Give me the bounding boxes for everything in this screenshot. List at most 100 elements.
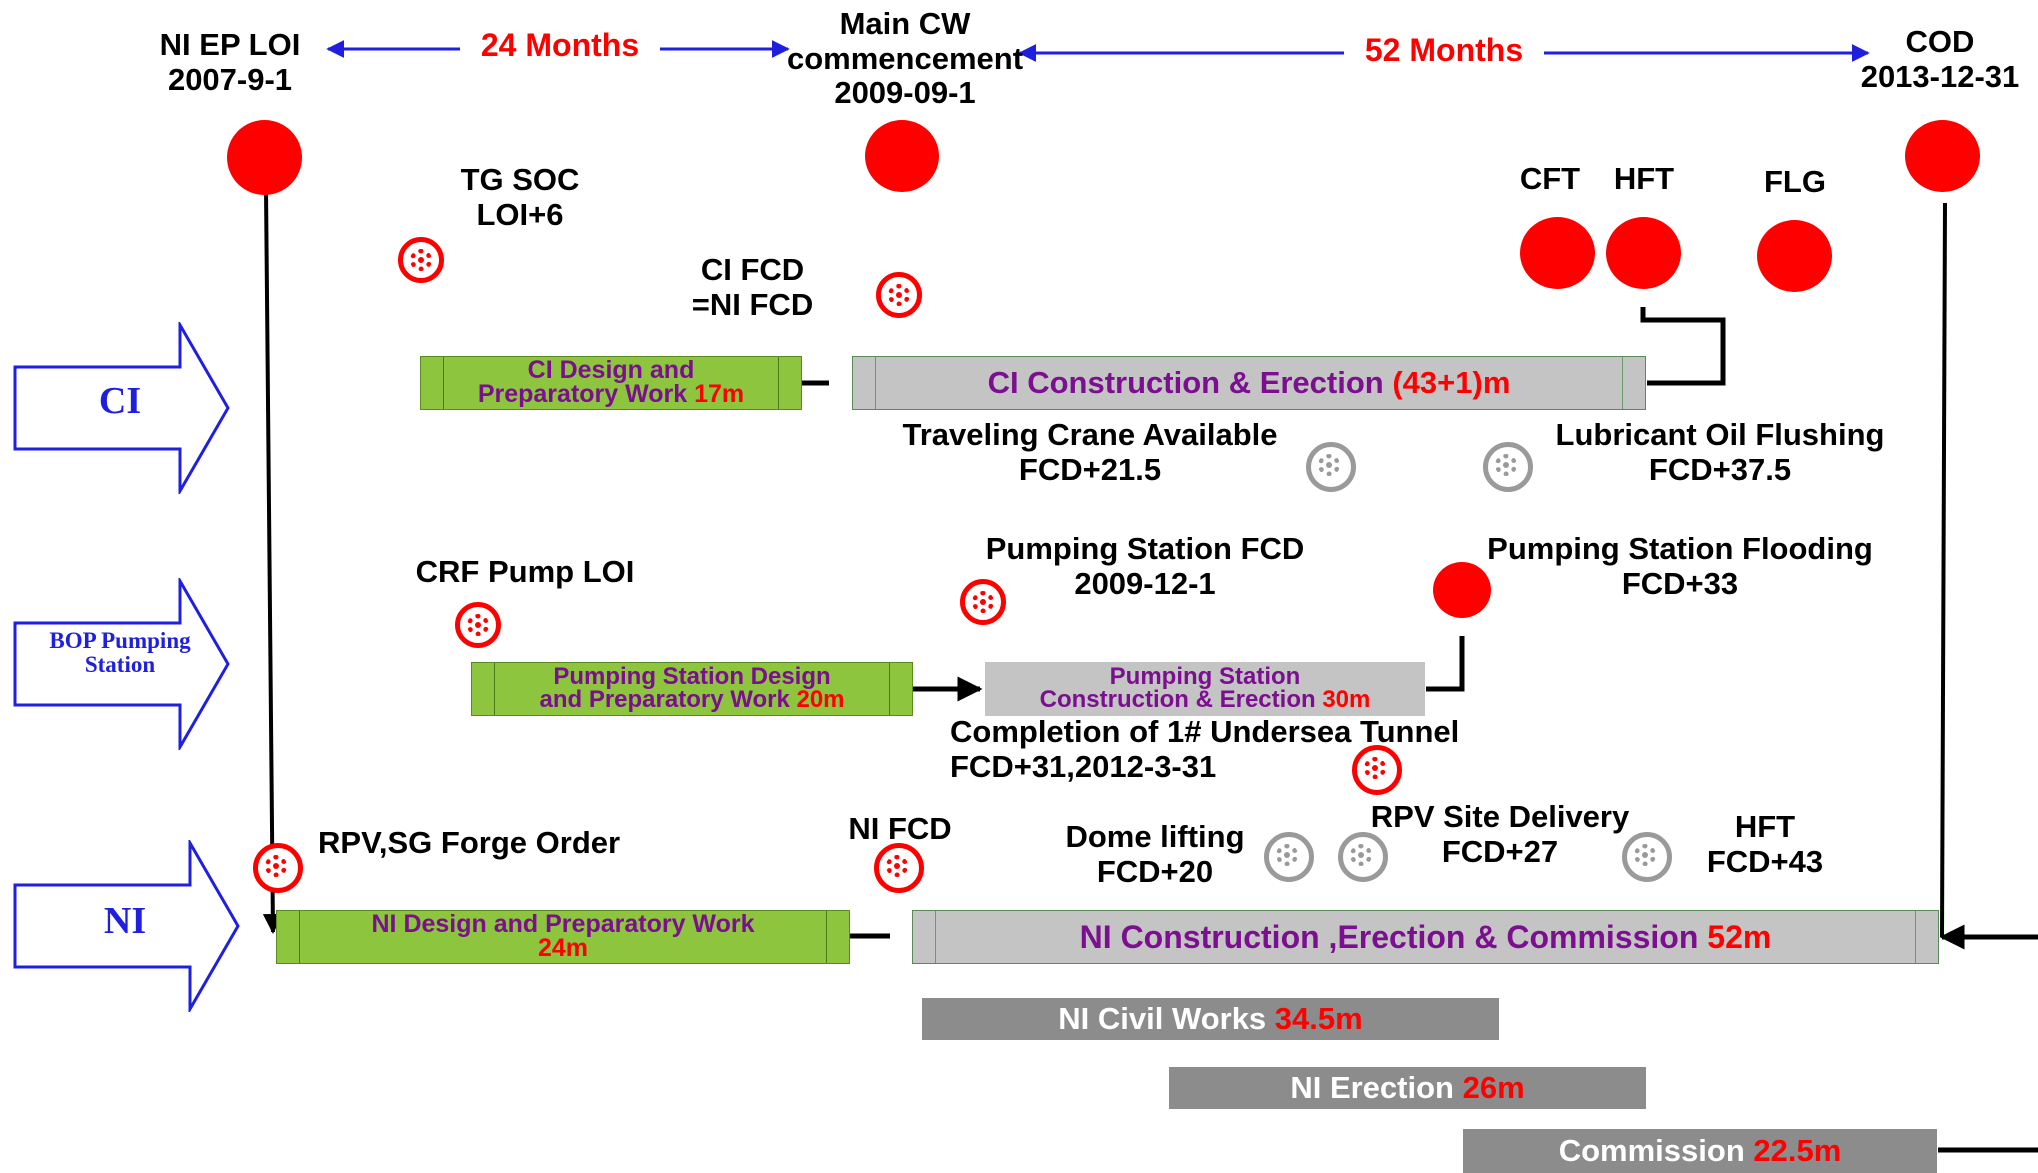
lane-label-bop-line1: BOP Pumping xyxy=(49,628,191,653)
flg-dot xyxy=(1757,220,1832,292)
milestone-loi-label: NI EP LOI 2007-9-1 xyxy=(130,27,330,97)
ni-construction-label: NI Construction ,Erection & Commission xyxy=(1079,918,1699,955)
tg-soc-line2: LOI+6 xyxy=(476,196,564,232)
hft-top-label: HFT xyxy=(1613,161,1675,196)
dome-line1: Dome lifting xyxy=(1065,819,1245,854)
ni-erection-label: NI Erection xyxy=(1290,1070,1454,1106)
cod-connector xyxy=(1940,202,1947,938)
ci-design-value: 17m xyxy=(694,380,745,408)
ci-construction-bar: CI Construction & Erection (43+1)m xyxy=(852,356,1646,410)
ci-construction-label: CI Construction & Erection xyxy=(987,365,1384,401)
tg-soc-label: TG SOC LOI+6 xyxy=(420,162,620,232)
commission-label: Commission xyxy=(1558,1133,1745,1169)
loi-connector xyxy=(262,189,283,934)
ps-construction-bar: Pumping Station Construction & Erection … xyxy=(985,662,1425,716)
commission-bar: Commission 22.5m xyxy=(1463,1129,1937,1173)
ni-design-line1: NI Design and Preparatory Work xyxy=(371,910,755,939)
rpv-forge-marker xyxy=(253,843,303,893)
lane-arrow-ci xyxy=(13,322,230,494)
ps-fcd-line1: Pumping Station FCD xyxy=(985,531,1305,566)
lane-label-bop: BOP Pumping Station xyxy=(14,628,226,678)
cft-dot xyxy=(1520,217,1595,289)
ps-design-bar: Pumping Station Design and Preparatory W… xyxy=(471,662,913,716)
milestone-main-cw-line1: Main CW xyxy=(839,6,971,41)
ni-design-value: 24m xyxy=(537,934,589,962)
lane-arrow-ni xyxy=(13,840,240,1012)
rpv-site-line1: RPV Site Delivery xyxy=(1370,799,1630,834)
milestone-cod-dot xyxy=(1905,120,1980,192)
ps-fcd-label: Pumping Station FCD 2009-12-1 xyxy=(950,531,1340,601)
milestone-main-cw-label: Main CW commencement 2009-09-1 xyxy=(760,6,1050,111)
duration-52-label: 52 Months xyxy=(1344,32,1544,69)
ni-erection-value: 26m xyxy=(1462,1070,1525,1106)
ps-flood-label: Pumping Station Flooding FCD+33 xyxy=(1450,531,1910,601)
dome-label: Dome lifting FCD+20 xyxy=(1040,819,1270,889)
ps-design-line2: and Preparatory Work xyxy=(539,686,790,713)
lane-label-bop-line2: Station xyxy=(84,652,156,678)
hft-ni-marker xyxy=(1622,832,1672,882)
tunnel-marker xyxy=(1352,745,1402,795)
milestone-loi-dot xyxy=(227,120,302,195)
milestone-main-cw-date: 2009-09-1 xyxy=(834,75,976,111)
milestone-main-cw-line2: commencement xyxy=(786,40,1024,76)
ni-design-bar: NI Design and Preparatory Work 24m xyxy=(276,910,850,964)
ni-civil-label: NI Civil Works xyxy=(1058,1001,1267,1037)
ci-fcd-label: CI FCD =NI FCD xyxy=(645,252,860,322)
tg-soc-marker xyxy=(398,237,444,283)
rpv-forge-label: RPV,SG Forge Order xyxy=(318,825,621,860)
ps-design-value: 20m xyxy=(796,686,845,713)
tg-soc-line1: TG SOC xyxy=(460,162,580,197)
hft-ni-line2: FCD+43 xyxy=(1706,843,1824,879)
ni-erection-bar: NI Erection 26m xyxy=(1169,1067,1646,1109)
ni-civil-bar: NI Civil Works 34.5m xyxy=(922,998,1499,1040)
ps-construction-line1: Pumping Station xyxy=(1109,663,1301,691)
rpv-site-line2: FCD+27 xyxy=(1441,833,1559,869)
oil-line1: Lubricant Oil Flushing xyxy=(1555,417,1885,452)
ni-construction-value: 52m xyxy=(1707,918,1772,955)
cft-label: CFT xyxy=(1519,161,1581,196)
ci-design-line1: CI Design and xyxy=(527,356,695,385)
crf-marker xyxy=(455,602,501,648)
crf-label: CRF Pump LOI xyxy=(415,554,635,589)
lane-arrow-bop xyxy=(13,578,230,750)
ni-fcd-marker xyxy=(874,843,924,893)
crane-marker xyxy=(1306,442,1356,492)
hft-top-dot xyxy=(1606,217,1681,289)
ps-flood-line2: FCD+33 xyxy=(1621,565,1739,601)
oil-line2: FCD+37.5 xyxy=(1648,451,1792,487)
milestone-cod-name: COD xyxy=(1905,24,1975,59)
tunnel-line2: FCD+31,2012-3-31 xyxy=(950,748,1217,784)
crane-label: Traveling Crane Available FCD+21.5 xyxy=(860,417,1320,487)
ni-civil-value: 34.5m xyxy=(1274,1001,1363,1037)
milestone-cod-date: 2013-12-31 xyxy=(1860,58,2020,94)
tunnel-line1: Completion of 1# Undersea Tunnel xyxy=(950,714,1460,749)
tunnel-label: Completion of 1# Undersea Tunnel FCD+31,… xyxy=(950,714,1550,784)
milestone-main-cw-dot xyxy=(865,120,939,192)
hft-ni-line1: HFT xyxy=(1734,809,1796,844)
rpv-site-label: RPV Site Delivery FCD+27 xyxy=(1340,799,1660,869)
ci-fcd-line2: =NI FCD xyxy=(691,286,814,322)
lane-label-ni: NI xyxy=(103,900,147,942)
ni-construction-bar: NI Construction ,Erection & Commission 5… xyxy=(912,910,1939,964)
milestone-cod-label: COD 2013-12-31 xyxy=(1840,24,2038,94)
hft-ni-label: HFT FCD+43 xyxy=(1690,809,1840,879)
lane-label-ci: CI xyxy=(98,380,142,422)
ps-flood-dot xyxy=(1433,562,1491,618)
crane-line1: Traveling Crane Available xyxy=(902,417,1278,452)
ps-fcd-marker xyxy=(960,579,1006,625)
flg-label: FLG xyxy=(1764,164,1826,199)
ps-design-line1: Pumping Station Design xyxy=(553,663,831,691)
ci-construction-value: (43+1)m xyxy=(1392,365,1511,401)
commission-value: 22.5m xyxy=(1753,1133,1842,1169)
ci-design-line2: Preparatory Work xyxy=(477,380,688,408)
crane-line2: FCD+21.5 xyxy=(1018,451,1162,487)
duration-24-label: 24 Months xyxy=(460,27,660,64)
dome-marker xyxy=(1264,832,1314,882)
dome-line2: FCD+20 xyxy=(1096,853,1214,889)
ci-design-bar: CI Design and Preparatory Work 17m xyxy=(420,356,802,410)
oil-label: Lubricant Oil Flushing FCD+37.5 xyxy=(1520,417,1920,487)
ps-construction-value: 30m xyxy=(1322,686,1371,713)
milestone-loi-date: 2007-9-1 xyxy=(167,61,293,97)
ci-fcd-marker xyxy=(876,272,922,318)
